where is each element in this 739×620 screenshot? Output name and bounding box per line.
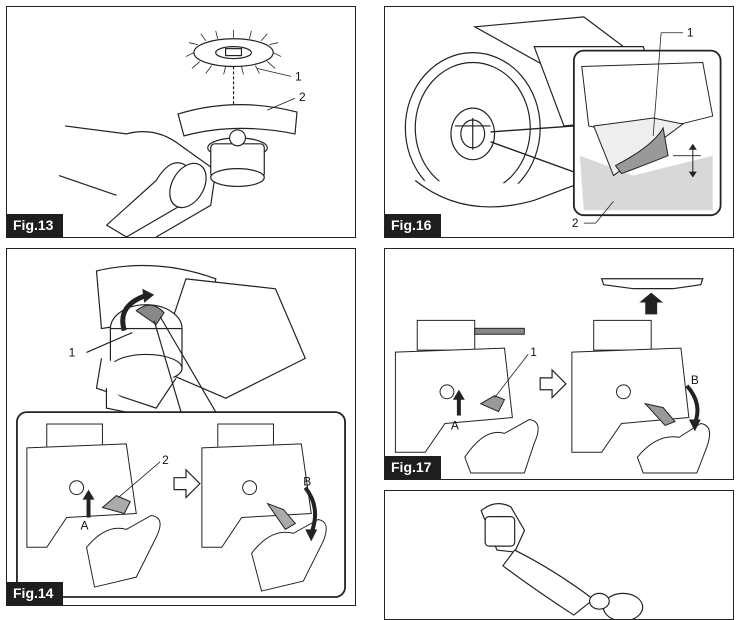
up-arrow xyxy=(639,292,664,315)
grinder-body-drawing xyxy=(58,125,268,237)
callout-1: 1 xyxy=(530,345,537,359)
figure-13-illustration: 1 2 xyxy=(58,29,306,237)
figure-13-label: Fig.13 xyxy=(7,214,64,237)
grinder-top-drawing xyxy=(95,264,307,419)
wheel-guard-drawing xyxy=(177,104,298,137)
inset-left-state xyxy=(26,423,161,588)
partial-figure-panel xyxy=(384,490,734,620)
callout-2: 2 xyxy=(162,453,169,467)
callout-2: 2 xyxy=(299,90,306,104)
left-state-drawing xyxy=(394,319,539,474)
lock-lever-drawing xyxy=(135,304,165,326)
figure-17-panel: A 1 B Fig.17 xyxy=(384,248,734,480)
callout-1: 1 xyxy=(687,26,694,40)
arrow-b-label: B xyxy=(691,373,699,387)
grinder-wheel-drawing xyxy=(404,16,664,208)
callout-1: 1 xyxy=(69,345,76,359)
arrow-b-label: B xyxy=(303,475,311,489)
figure-14-illustration: 1 A 2 B xyxy=(16,264,346,598)
figure-17-illustration: A 1 B xyxy=(394,278,711,474)
figure-14-panel: 1 A 2 B Fig.14 xyxy=(6,248,356,606)
next-step-arrow xyxy=(173,468,201,500)
figure-16-panel: 1 2 Fig.16 xyxy=(384,6,734,238)
figure-16-label: Fig.16 xyxy=(385,214,442,237)
figure-17-label: Fig.17 xyxy=(385,456,442,479)
callout-1: 1 xyxy=(295,69,302,83)
next-step-arrow xyxy=(539,368,567,400)
arrow-a-label: A xyxy=(451,418,459,432)
figure-14-label: Fig.14 xyxy=(7,582,64,605)
inset-detail xyxy=(572,49,722,217)
callout-2: 2 xyxy=(572,216,579,230)
arrow-a-label: A xyxy=(81,518,89,532)
partial-figure-illustration xyxy=(480,503,644,619)
right-state-drawing xyxy=(571,319,711,474)
figure-13-panel: 1 2 Fig.13 xyxy=(6,6,356,238)
figure-16-illustration: 1 2 xyxy=(404,16,722,230)
removed-guard-drawing xyxy=(600,278,704,290)
inset-right-state xyxy=(201,423,327,592)
